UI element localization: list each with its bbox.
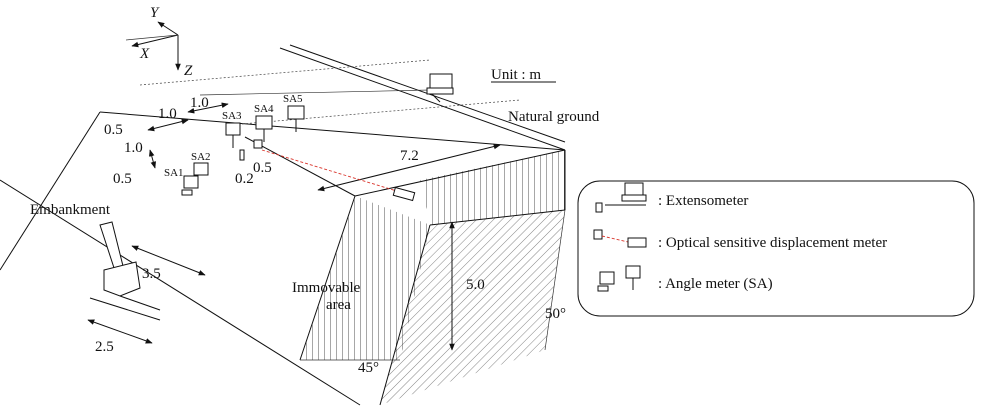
optical-sensor-device (239, 139, 263, 161)
extensometer-device (426, 73, 454, 103)
angle-meter-sa3: SA3 (222, 110, 242, 148)
angle-meter-sa2: SA2 (191, 151, 211, 176)
legend: : Extensometer : Optical sensitive displ… (577, 180, 975, 317)
angle-50: 50° (545, 306, 566, 322)
dim-0-2: 0.2 (235, 171, 254, 187)
dim-2-5: 2.5 (95, 339, 114, 355)
embankment-label: Embankment (30, 202, 111, 218)
extensometer-icon (595, 182, 647, 213)
immovable-label-line2: area (326, 297, 351, 313)
hatched-failure-area (380, 210, 565, 405)
dim-0-5-c: 0.5 (253, 160, 272, 176)
sa4-label: SA4 (254, 103, 274, 115)
axis-z-label: Z (184, 63, 193, 79)
angle-meter-sa4: SA4 (254, 103, 274, 142)
unit-label: Unit : m (491, 67, 541, 83)
angle-45: 45° (358, 360, 379, 376)
optical-laser-beam (261, 149, 401, 193)
angle-meter-icon (597, 265, 641, 292)
optical-target (392, 186, 416, 202)
excavator-arm (89, 221, 161, 321)
axis-triad: Y X Z (125, 5, 193, 79)
immovable-area-face (300, 196, 430, 360)
dim-7-2: 7.2 (400, 148, 419, 164)
angle-meter-sa5: SA5 (283, 93, 305, 132)
axis-y-label: Y (150, 5, 160, 21)
dim-1-0-a: 1.0 (158, 106, 177, 122)
sa1-label: SA1 (164, 167, 184, 179)
optical-meter-icon (593, 229, 647, 248)
dimension-lines (87, 102, 501, 351)
sa2-label: SA2 (191, 151, 211, 163)
legend-extensometer: : Extensometer (658, 193, 748, 209)
legend-angle-meter: : Angle meter (SA) (658, 276, 773, 292)
dim-1-0-c: 1.0 (124, 140, 143, 156)
dim-0-5-b: 0.5 (113, 171, 132, 187)
sa3-label: SA3 (222, 110, 242, 122)
angle-meter-sa1: SA1 (164, 167, 199, 196)
natural-ground-label: Natural ground (508, 109, 600, 125)
dim-5-0: 5.0 (466, 277, 485, 293)
dim-1-0-b: 1.0 (190, 95, 209, 111)
axis-x-label: X (139, 46, 150, 62)
dim-3-5: 3.5 (142, 266, 161, 282)
dim-0-5-left: 0.5 (104, 122, 123, 138)
legend-optical: : Optical sensitive displacement meter (658, 235, 887, 251)
sa5-label: SA5 (283, 93, 303, 105)
immovable-label-line1: Immovable (292, 280, 361, 296)
